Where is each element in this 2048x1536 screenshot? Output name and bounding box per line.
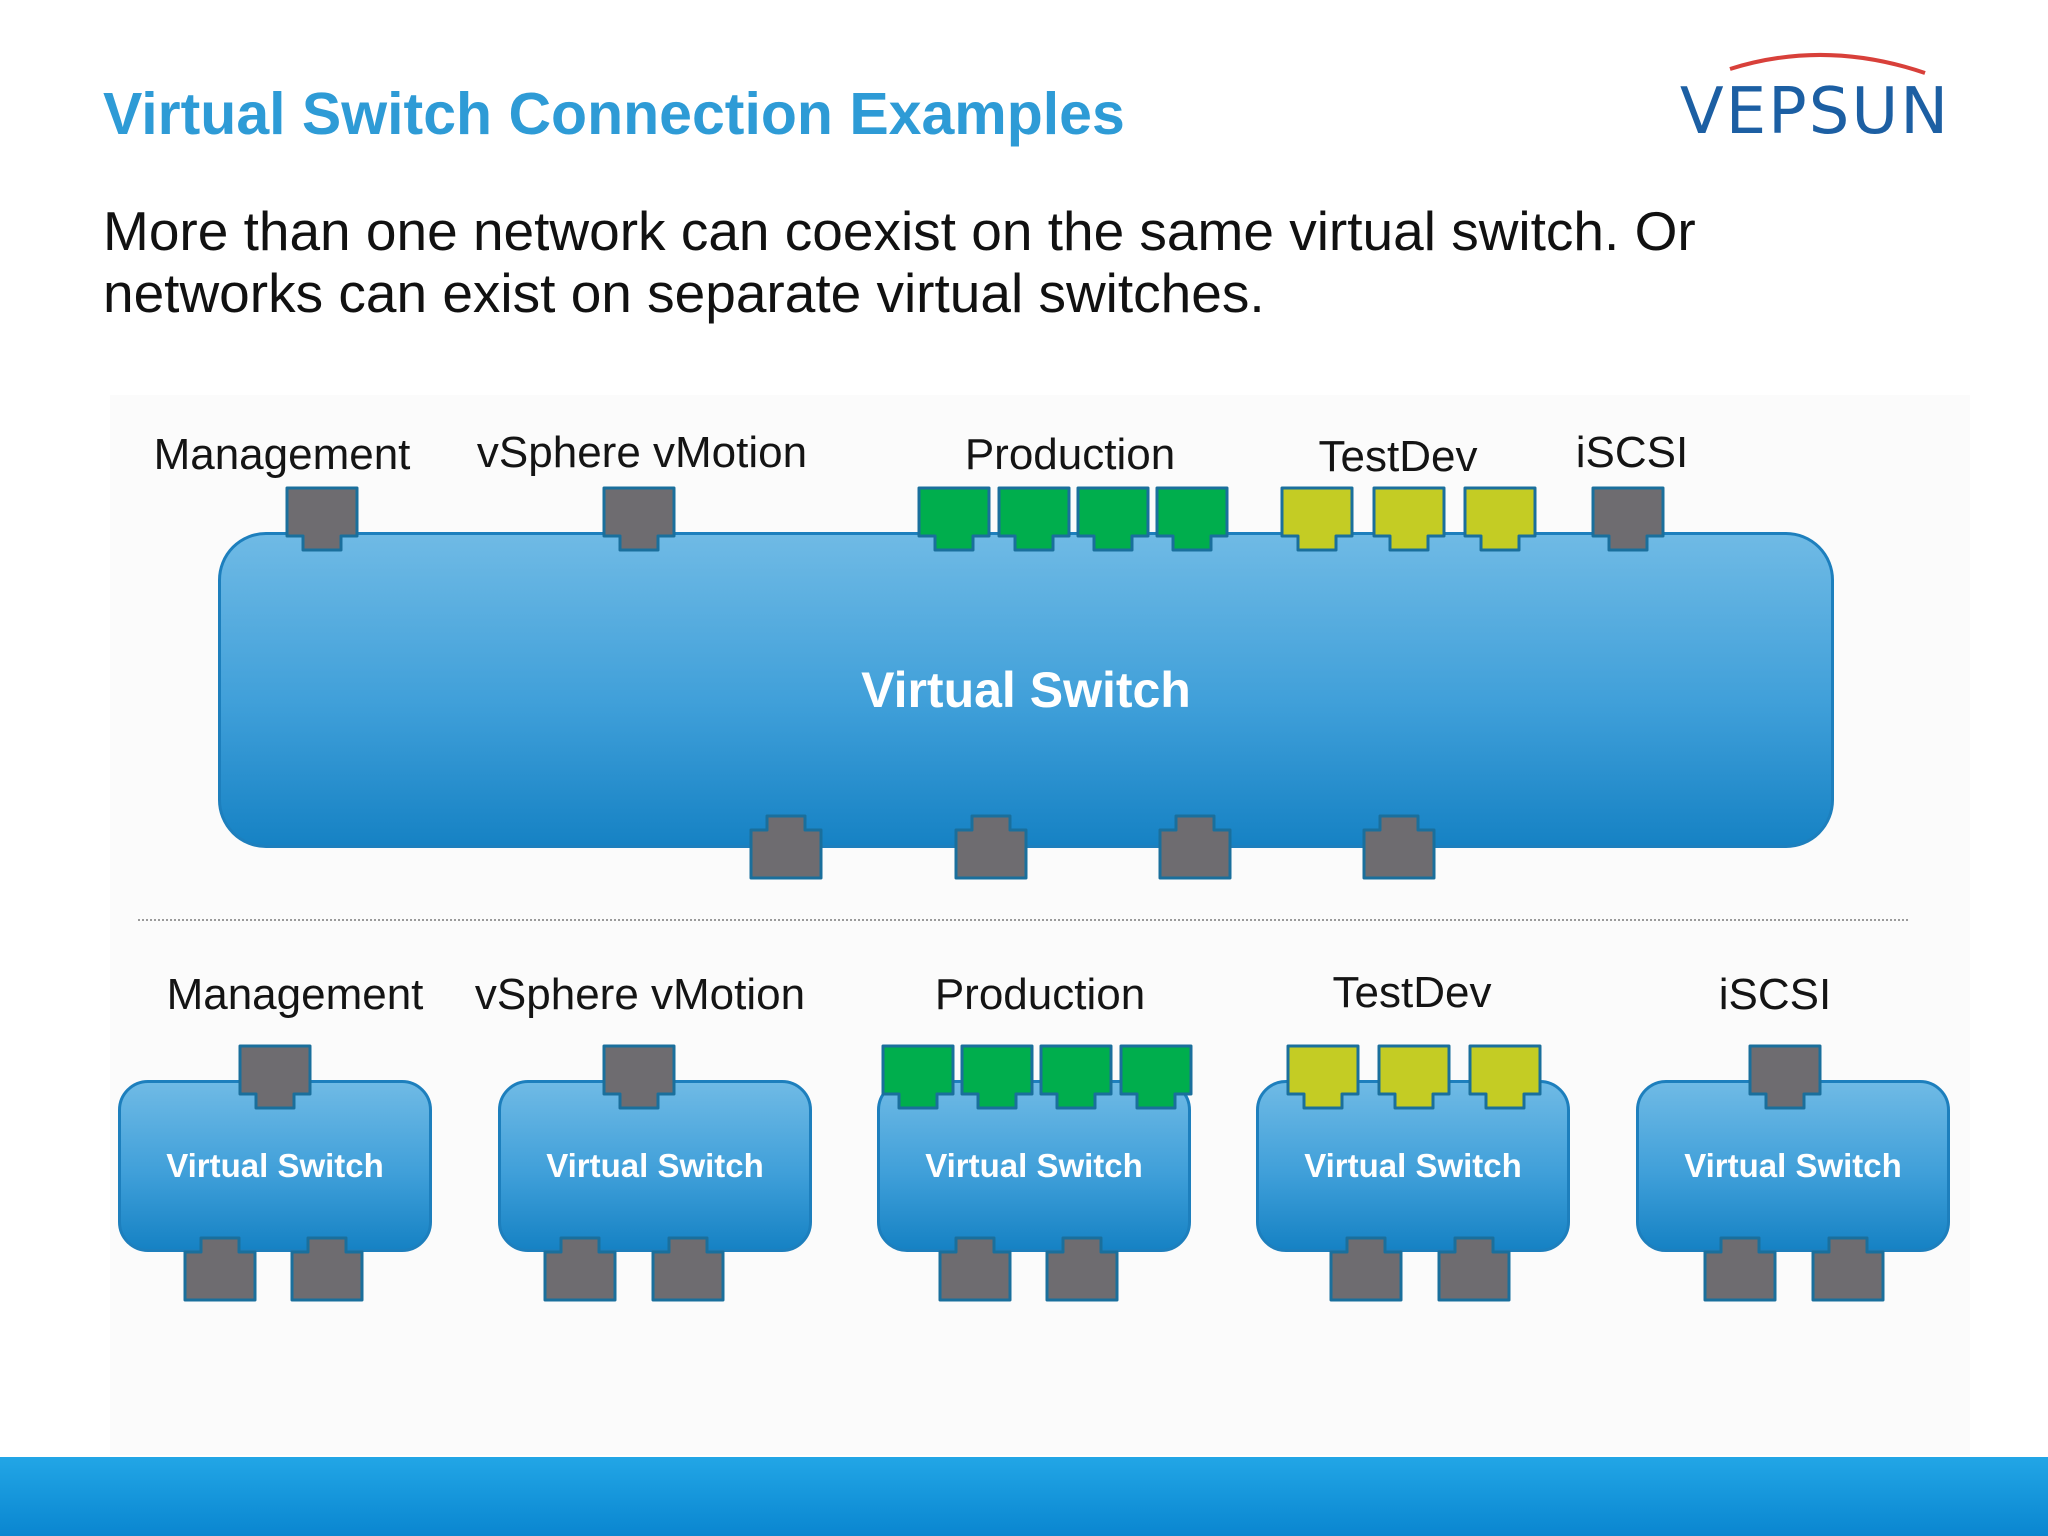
top-uplink-port (749, 814, 823, 880)
top-port-green (917, 486, 991, 552)
virtual-switch-label: Virtual Switch (166, 1147, 384, 1184)
top-network-label-management: Management (153, 430, 411, 479)
bottom-network-label-testdev: TestDev (1332, 968, 1492, 1017)
bottom-uplink-port (1437, 1236, 1511, 1302)
top-port-green (1076, 486, 1150, 552)
bottom-port-green (960, 1044, 1034, 1110)
top-port-yellow (1280, 486, 1354, 552)
virtual-switch-vmotion: Virtual Switch (498, 1080, 812, 1252)
top-uplink-port (954, 814, 1028, 880)
bottom-port-gray (238, 1044, 312, 1110)
bottom-port-gray (602, 1044, 676, 1110)
bottom-port-yellow (1468, 1044, 1542, 1110)
top-port-yellow (1372, 486, 1446, 552)
top-network-label-testdev: TestDev (1318, 432, 1478, 481)
top-uplink-port (1158, 814, 1232, 880)
virtual-switch-management: Virtual Switch (118, 1080, 432, 1252)
footer-bar (0, 1457, 2048, 1536)
top-port-green (1155, 486, 1229, 552)
bottom-uplink-port (651, 1236, 725, 1302)
bottom-port-green (1119, 1044, 1193, 1110)
virtual-switch-label: Virtual Switch (1304, 1147, 1522, 1184)
top-virtual-switch-label: Virtual Switch (861, 662, 1191, 718)
virtual-switch-iscsi: Virtual Switch (1636, 1080, 1950, 1252)
bottom-port-green (1039, 1044, 1113, 1110)
top-port-gray (602, 486, 676, 552)
slide-subtitle: More than one network can coexist on the… (103, 200, 1696, 324)
slide-title: Virtual Switch Connection Examples (103, 81, 1125, 147)
virtual-switch-label: Virtual Switch (546, 1147, 764, 1184)
top-network-label-vmotion: vSphere vMotion (476, 428, 808, 477)
virtual-switch-label: Virtual Switch (1684, 1147, 1902, 1184)
vepsun-logo: VEPSUN (1680, 52, 1950, 149)
top-network-label-iscsi: iSCSI (1575, 428, 1689, 477)
bottom-uplink-port (290, 1236, 364, 1302)
bottom-network-label-iscsi: iSCSI (1718, 970, 1832, 1019)
top-port-gray (1591, 486, 1665, 552)
top-port-green (997, 486, 1071, 552)
bottom-uplink-port (1045, 1236, 1119, 1302)
bottom-port-yellow (1286, 1044, 1360, 1110)
bottom-uplink-port (543, 1236, 617, 1302)
bottom-uplink-port (1329, 1236, 1403, 1302)
bottom-uplink-port (1811, 1236, 1885, 1302)
bottom-network-label-production: Production (934, 970, 1146, 1019)
top-port-yellow (1463, 486, 1537, 552)
bottom-uplink-port (938, 1236, 1012, 1302)
top-port-gray (285, 486, 359, 552)
section-divider (138, 919, 1908, 921)
bottom-network-label-management: Management (166, 970, 424, 1019)
bottom-port-yellow (1377, 1044, 1451, 1110)
virtual-switch-label: Virtual Switch (925, 1147, 1143, 1184)
top-uplink-port (1362, 814, 1436, 880)
svg-text:VEPSUN: VEPSUN (1680, 75, 1950, 149)
bottom-network-label-vmotion: vSphere vMotion (474, 970, 806, 1019)
top-network-label-production: Production (964, 430, 1176, 479)
bottom-port-green (881, 1044, 955, 1110)
bottom-uplink-port (1703, 1236, 1777, 1302)
bottom-uplink-port (183, 1236, 257, 1302)
top-virtual-switch: Virtual Switch (218, 532, 1834, 848)
bottom-port-gray (1748, 1044, 1822, 1110)
